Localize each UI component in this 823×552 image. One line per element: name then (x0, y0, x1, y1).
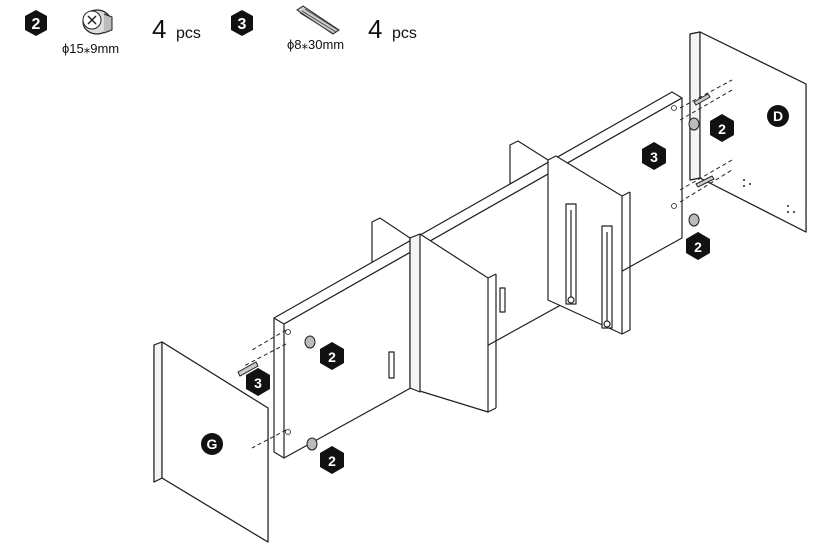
part-2-number: 2 (32, 16, 41, 33)
part-2-unit: pcs (176, 25, 201, 42)
part-3-badge: 3 (231, 10, 253, 36)
cam-lock-left-upper (304, 335, 316, 349)
part-3-quantity: 4 (368, 14, 382, 44)
partition-front-left (409, 233, 497, 413)
callout-cam-left-lower: 2 (320, 446, 344, 474)
part-2-dimension: ϕ15⁎9mm (62, 41, 119, 56)
svg-text:2: 2 (328, 349, 336, 365)
callout-cam-right-upper: 2 (710, 114, 734, 142)
svg-text:3: 3 (254, 375, 262, 391)
svg-text:D: D (773, 108, 783, 124)
part-3-unit: pcs (392, 25, 417, 42)
dowel-right-upper (693, 93, 711, 106)
part-2-badge: 2 (25, 10, 47, 36)
part-3-number: 3 (238, 16, 247, 33)
part-2-quantity: 4 (152, 14, 166, 44)
callout-cam-left-upper: 2 (320, 342, 344, 370)
svg-text:2: 2 (328, 453, 336, 469)
callout-dowel-right: 3 (642, 142, 666, 170)
wooden-dowel-icon (296, 5, 340, 35)
dowel-right-lower (695, 175, 715, 188)
part-3-dimension: ϕ8⁎30mm (287, 37, 344, 52)
svg-text:3: 3 (650, 149, 658, 165)
panel-label-d: D (767, 105, 789, 127)
cam-lock-right-lower (688, 213, 700, 227)
svg-text:2: 2 (694, 239, 702, 255)
side-panel-d (689, 31, 807, 233)
dowel-left (237, 361, 259, 377)
callout-dowel-left: 3 (246, 368, 270, 396)
cam-lock-left-lower (306, 437, 318, 451)
callout-cam-right-lower: 2 (686, 232, 710, 260)
svg-text:2: 2 (718, 121, 726, 137)
panel-label-g: G (201, 433, 223, 455)
cam-lock-right-upper (688, 117, 700, 131)
cam-lock-icon (82, 9, 113, 35)
svg-text:G: G (207, 436, 218, 452)
